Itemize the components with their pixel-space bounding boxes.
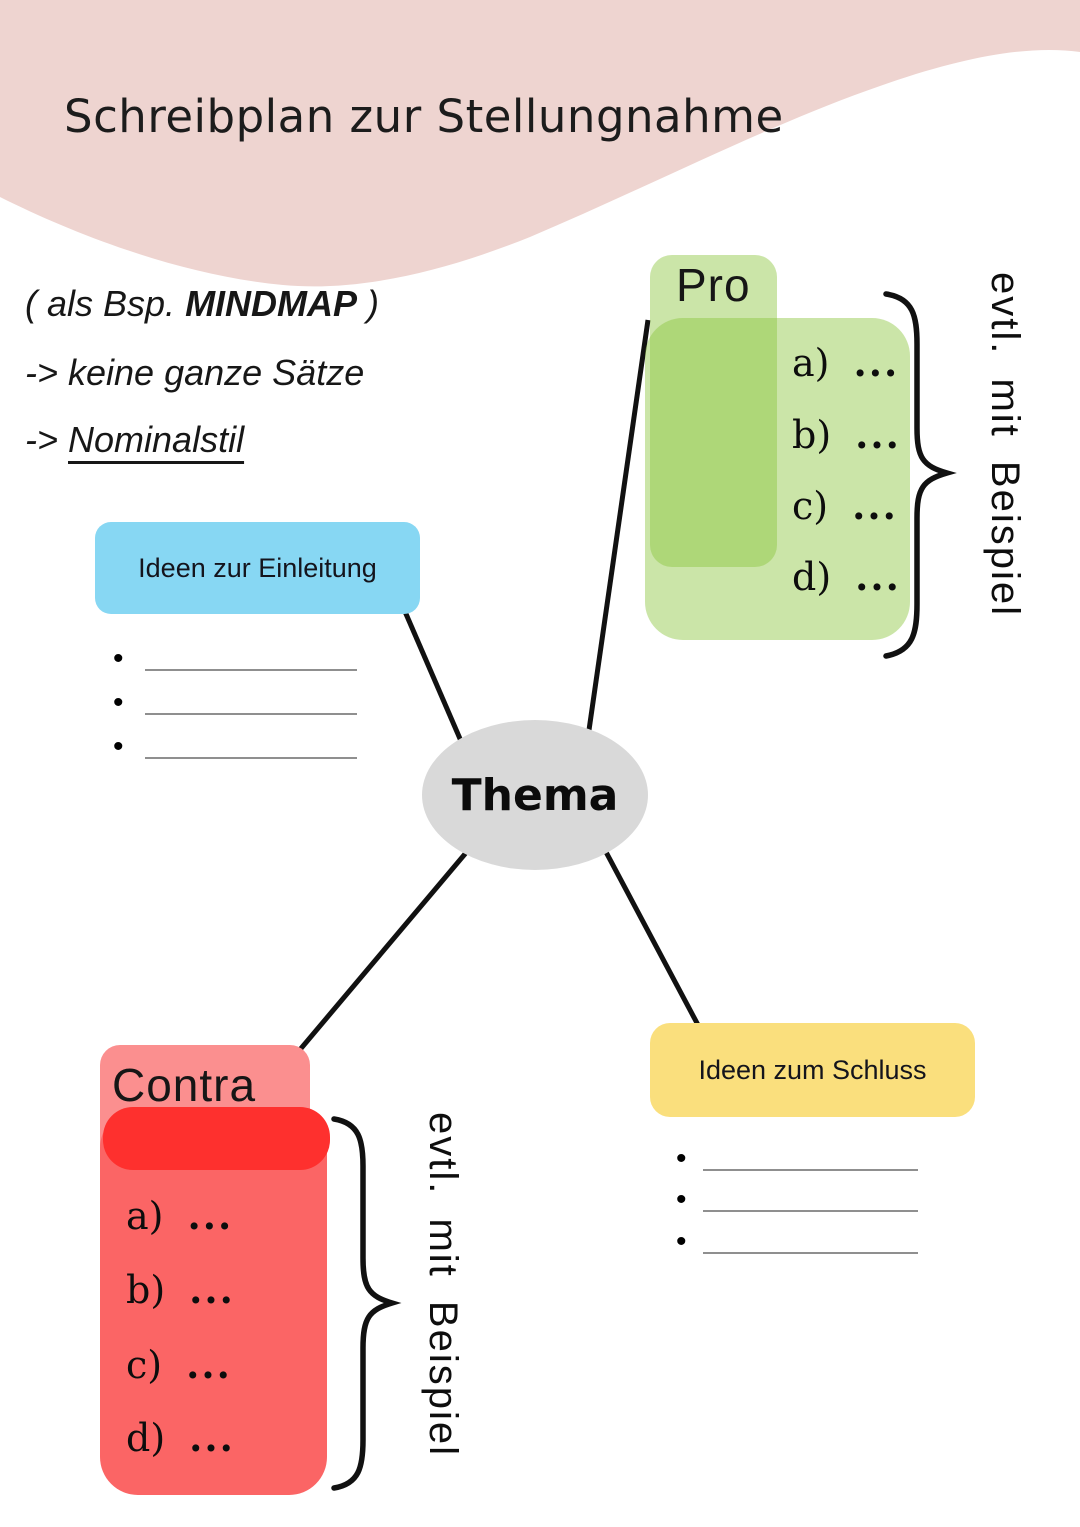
write-line xyxy=(703,1252,918,1254)
item-letter: a) xyxy=(126,1194,164,1238)
pro-item-b: b) ... xyxy=(792,412,901,457)
note-mindmap-bold: MINDMAP xyxy=(185,283,358,324)
contra-item-a: a) ... xyxy=(126,1193,233,1238)
pro-item-d: d) ... xyxy=(792,554,901,599)
note-nominalstil-prefix: -> xyxy=(25,419,69,460)
note-nominalstil-word: Nominalstil xyxy=(68,419,245,460)
bullet-icon: • xyxy=(113,730,124,763)
item-letter: b) xyxy=(792,413,832,457)
contra-item-b: b) ... xyxy=(126,1267,235,1312)
curly-brace-contra xyxy=(331,1116,402,1491)
item-dots: ... xyxy=(189,1415,235,1460)
einleitung-box: Ideen zur Einleitung xyxy=(95,522,420,614)
contra-items-box xyxy=(100,1110,327,1495)
contra-red-bar xyxy=(103,1107,330,1170)
connector-line-pro xyxy=(585,319,651,738)
schluss-box: Ideen zum Schluss xyxy=(650,1023,975,1117)
item-dots: ... xyxy=(189,1267,235,1312)
bullet-icon: • xyxy=(676,1225,687,1258)
item-dots: ... xyxy=(853,340,900,385)
einleitung-box-label: Ideen zur Einleitung xyxy=(138,552,377,583)
page-title: Schreibplan zur Stellungnahme xyxy=(64,90,784,143)
item-letter: d) xyxy=(126,1416,166,1460)
item-letter: b) xyxy=(126,1268,166,1312)
item-dots: ... xyxy=(186,1342,232,1387)
write-line xyxy=(145,713,357,715)
header-wave-shape xyxy=(0,0,1080,287)
note-mindmap-prefix: ( als Bsp. xyxy=(25,283,186,324)
einleitung-bullet-row: • xyxy=(113,686,373,723)
note-keine-saetze: -> keine ganze Sätze xyxy=(25,352,365,393)
pro-items-box xyxy=(645,318,910,640)
note-nominalstil: -> Nominalstil xyxy=(25,419,244,461)
thema-label: Thema xyxy=(451,769,619,821)
bullet-icon: • xyxy=(113,686,124,719)
pro-label: Pro xyxy=(676,259,751,311)
einleitung-bullet-row: • xyxy=(113,730,373,767)
thema-ellipse: Thema xyxy=(422,720,648,870)
note-mindmap-suffix: ) xyxy=(357,283,380,324)
einleitung-bullet-row: • xyxy=(113,642,373,679)
pro-label-box xyxy=(650,255,777,567)
pro-item-a: a) ... xyxy=(792,340,899,385)
contra-item-c: c) ... xyxy=(126,1342,232,1387)
contra-item-d: d) ... xyxy=(126,1415,235,1460)
bullet-icon: • xyxy=(113,642,124,675)
schluss-bullet-row: • xyxy=(676,1142,936,1179)
bullet-icon: • xyxy=(676,1183,687,1216)
item-letter: d) xyxy=(792,555,832,599)
item-dots: ... xyxy=(187,1193,234,1238)
pro-item-c: c) ... xyxy=(792,483,898,528)
item-letter: a) xyxy=(792,341,830,385)
bullet-icon: • xyxy=(676,1142,687,1175)
schluss-box-label: Ideen zum Schluss xyxy=(698,1054,927,1085)
schluss-bullet-row: • xyxy=(676,1183,936,1220)
write-line xyxy=(145,669,357,671)
contra-label: Contra xyxy=(112,1059,257,1111)
connector-line-schluss xyxy=(603,850,709,1042)
item-letter: c) xyxy=(126,1343,163,1387)
write-line xyxy=(703,1210,918,1212)
note-mindmap: ( als Bsp. MINDMAP ) xyxy=(25,283,379,325)
connector-line-contra xyxy=(296,846,472,1054)
item-dots: ... xyxy=(852,483,898,528)
contra-annotation: evtl. mit Beispiel xyxy=(421,1112,465,1457)
connector-line-einleitung xyxy=(397,599,467,749)
write-line xyxy=(145,757,357,759)
header-wave xyxy=(0,0,1080,287)
schluss-bullet-row: • xyxy=(676,1225,936,1262)
item-dots: ... xyxy=(855,554,901,599)
write-line xyxy=(703,1169,918,1171)
pro-annotation: evtl. mit Beispiel xyxy=(983,272,1027,617)
item-dots: ... xyxy=(855,412,901,457)
item-letter: c) xyxy=(792,484,829,528)
